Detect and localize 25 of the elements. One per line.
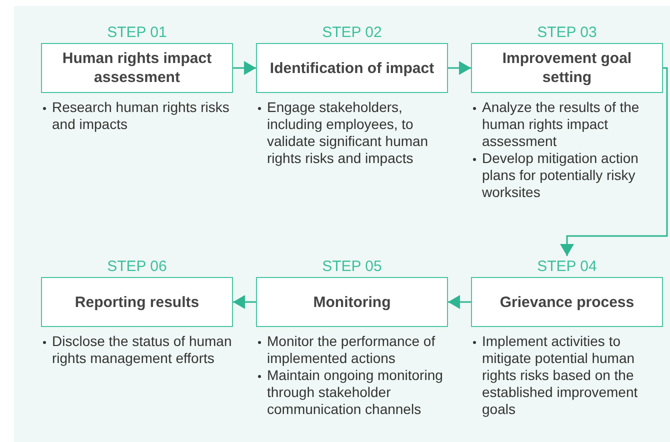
arrow <box>233 61 256 75</box>
step-title: Reporting results <box>74 292 200 312</box>
bullet-text: Monitor the performance of implemented actions <box>256 333 448 367</box>
step-title: Human rights impact assessment <box>61 49 213 87</box>
arrow <box>448 61 471 75</box>
arrow <box>448 295 471 309</box>
step-title: Monitoring <box>313 292 391 312</box>
bullet-text: Develop mitigation action plans for potentially risky worksites <box>471 150 663 201</box>
step-title: Improvement goal setting <box>501 49 633 87</box>
arrow <box>560 67 668 256</box>
step-label: STEP 04 <box>536 257 598 277</box>
arrow <box>233 295 256 309</box>
bullet-text: Maintain ongoing monitoring through stakeholder communication channels <box>256 367 448 418</box>
step-title: Grievance process <box>500 292 634 312</box>
step-title: Identification of impact <box>270 58 434 78</box>
bullet-text: Research human rights risks and impacts <box>41 99 233 133</box>
step-label: STEP 06 <box>106 257 168 277</box>
step-label: STEP 01 <box>106 23 168 43</box>
bullet-text: Implement activities to mitigate potential human rights risks based on the established improvement goals <box>471 333 663 418</box>
bullet-text: Disclose the status of human rights management efforts <box>41 333 233 367</box>
bullet-text: Analyze the results of the human rights impact assessment <box>471 99 663 150</box>
step-label: STEP 02 <box>321 23 383 43</box>
step-label: STEP 05 <box>321 257 383 277</box>
step-label: STEP 03 <box>536 23 598 43</box>
bullet-text: Engage stakeholders, including employees, to validate significant human rights risks and impacts <box>256 99 448 167</box>
